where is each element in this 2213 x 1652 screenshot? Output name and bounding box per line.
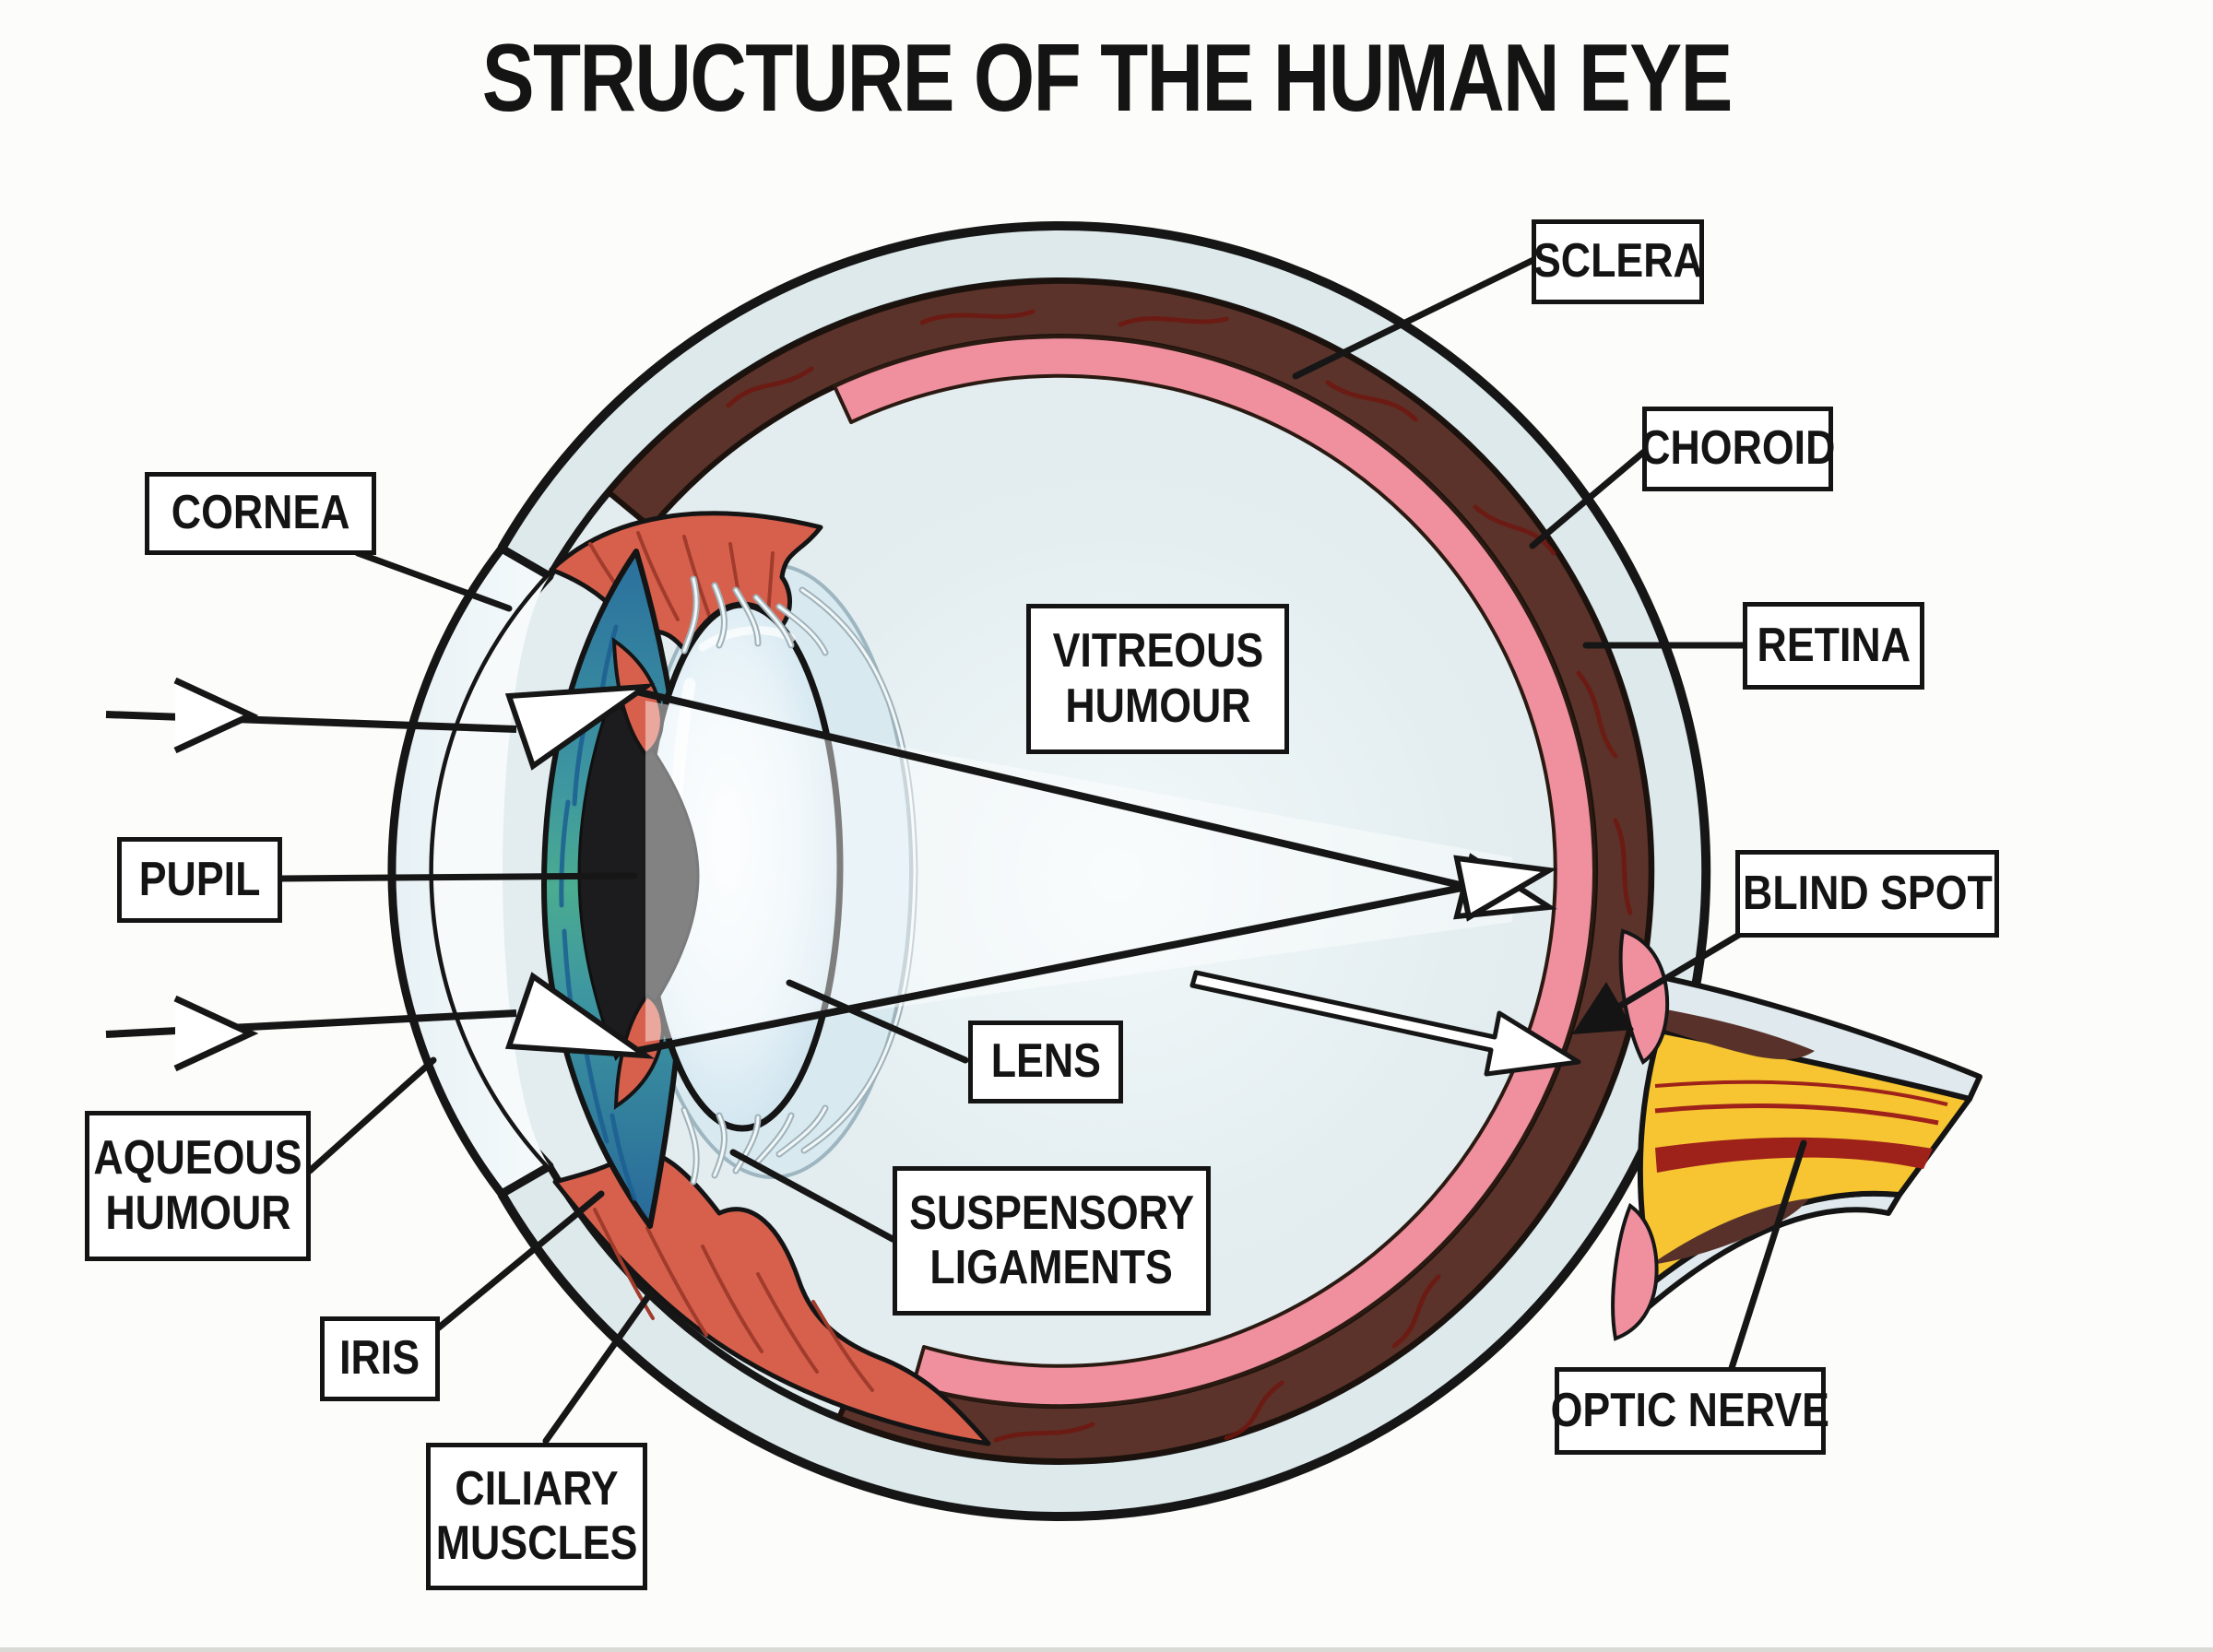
light-ray-top [105,711,517,733]
arrowhead-open-bottom [173,995,259,1072]
leader-aqueous-humour [306,1056,437,1174]
arrowhead-cornea-bottom [504,972,656,1059]
label-vitreous-humour: VITREOUS HUMOUR [1026,604,1289,754]
label-retina: RETINA [1743,602,1924,690]
pupil [577,693,700,1062]
optic-nerve [1611,928,1982,1341]
label-iris: IRIS [320,1316,440,1401]
page-title-text: STRUCTURE OF THE HUMAN EYE [481,25,1733,132]
leader-pupil [278,872,638,882]
leader-suspensory-ligaments [729,1149,896,1243]
refracted-ray-top [635,688,1473,891]
suspensory-ligaments [680,575,918,1186]
label-cornea: CORNEA [145,472,376,555]
label-suspensory-ligaments: SUSPENSORY LIGAMENTS [893,1166,1211,1316]
leader-blind-spot [1616,931,1743,1009]
light-rays [105,677,1581,1077]
eye-front [541,511,991,1446]
arrowhead-cornea-top [504,683,656,771]
label-ciliary-muscles: CILIARY MUSCLES [426,1443,647,1590]
leader-cornea [354,549,513,612]
label-optic-nerve: OPTIC NERVE [1551,1367,1829,1455]
arrowhead-retina-bottom [1453,855,1558,922]
leader-lines [278,256,1807,1445]
label-choroid: CHOROID [1640,407,1835,491]
leader-lens [786,979,969,1064]
arrow-to-blind-spot [1189,970,1581,1077]
choroid-veins [726,309,1633,1443]
scan-edge-line [0,1647,2213,1652]
light-cone [645,701,1512,1042]
leader-optic-nerve [1728,1139,1807,1372]
sclera-outer-outline [497,221,1711,1521]
leader-ciliary-muscles [542,1289,655,1445]
blind-spot-arrowhead [1572,982,1634,1034]
refracted-ray-bottom [635,882,1473,1055]
optic-nerve-artery [1655,1137,1933,1173]
label-sclera: SCLERA [1532,219,1704,304]
leader-choroid [1529,448,1648,549]
label-aqueous-humour: AQUEOUS HUMOUR [85,1111,311,1261]
label-pupil: PUPIL [117,837,282,923]
blind-spot-lip-bottom [1611,1202,1659,1341]
label-blind-spot: BLIND SPOT [1735,850,1999,938]
page-title: STRUCTURE OF THE HUMAN EYE [0,24,2213,134]
leader-sclera [1292,256,1537,380]
label-lens: LENS [968,1021,1123,1103]
vitreous-highlight [682,442,1549,1309]
arrowhead-open-top [173,677,259,754]
leader-iris [435,1190,605,1331]
light-ray-bottom [105,1009,517,1038]
